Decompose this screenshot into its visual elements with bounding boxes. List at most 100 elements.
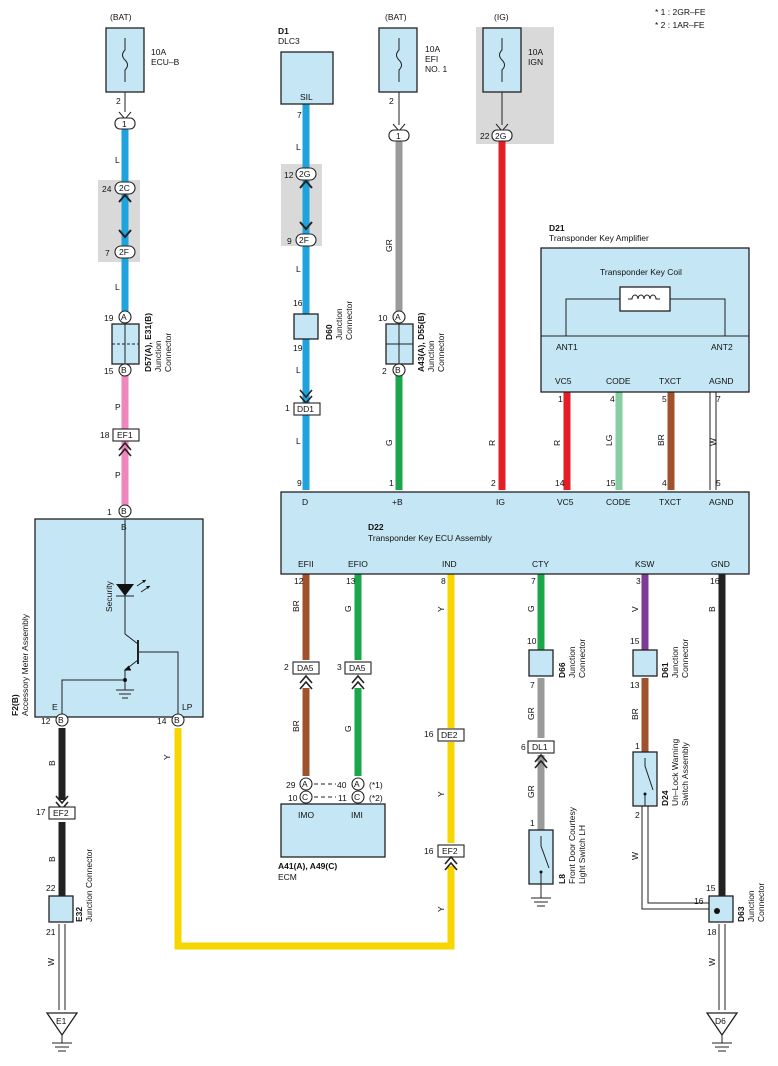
svg-text:BR: BR <box>291 720 301 732</box>
svg-text:VC5: VC5 <box>555 376 572 386</box>
svg-text:7: 7 <box>530 680 535 690</box>
svg-text:SIL: SIL <box>300 92 313 102</box>
svg-text:B: B <box>174 715 180 725</box>
svg-text:22: 22 <box>46 883 56 893</box>
svg-text:ECM: ECM <box>278 872 297 882</box>
svg-text:Y: Y <box>436 791 446 797</box>
svg-text:10A: 10A <box>528 47 543 57</box>
svg-text:Switch Assembly: Switch Assembly <box>680 741 690 806</box>
fuse-efi-no1: (BAT) 10A EFI NO. 1 2 <box>378 12 447 125</box>
svg-text:Transponder Key ECU Assembly: Transponder Key ECU Assembly <box>368 533 493 543</box>
svg-text:A: A <box>121 312 127 322</box>
svg-text:DE2: DE2 <box>441 730 458 740</box>
svg-text:9: 9 <box>287 236 292 246</box>
svg-text:EF2: EF2 <box>442 846 458 856</box>
svg-text:2C: 2C <box>119 183 130 193</box>
svg-text:L: L <box>115 155 120 165</box>
svg-text:(BAT): (BAT) <box>385 12 407 22</box>
svg-text:1: 1 <box>122 119 127 129</box>
svg-text:EFIO: EFIO <box>348 559 368 569</box>
svg-text:W: W <box>708 438 718 446</box>
svg-text:F2(B): F2(B) <box>10 694 20 716</box>
note-1: * 1 : 2GR–FE <box>655 7 706 17</box>
fuse-ign: (IG) 10A IGN <box>482 12 543 125</box>
svg-text:Y: Y <box>162 754 172 760</box>
svg-text:1: 1 <box>389 478 394 488</box>
svg-text:4: 4 <box>662 478 667 488</box>
dlc3: D1 DLC3 SIL 7 <box>278 26 334 120</box>
svg-text:BR: BR <box>656 434 666 446</box>
svg-text:Junction: Junction <box>153 340 163 372</box>
svg-text:3: 3 <box>337 662 342 672</box>
svg-text:1: 1 <box>396 131 401 141</box>
col3-connectors: 1 GR 10 A B 2 A43(A), D55(B) Junction Co… <box>378 123 446 488</box>
svg-text:G: G <box>526 605 536 612</box>
svg-text:VC5: VC5 <box>557 497 574 507</box>
svg-text:A43(A), D55(B): A43(A), D55(B) <box>416 312 426 372</box>
accessory-meter-assembly: F2(B) Accessory Meter Assembly B E LP Se… <box>10 518 204 727</box>
svg-text:15: 15 <box>706 883 716 893</box>
svg-text:2: 2 <box>491 478 496 488</box>
svg-text:L: L <box>296 436 301 446</box>
svg-text:DLC3: DLC3 <box>278 36 300 46</box>
svg-text:L: L <box>296 365 301 375</box>
svg-text:ECU–B: ECU–B <box>151 57 180 67</box>
svg-text:16: 16 <box>710 576 720 586</box>
svg-text:7: 7 <box>297 110 302 120</box>
svg-text:G: G <box>384 439 394 446</box>
svg-text:EF1: EF1 <box>117 430 133 440</box>
svg-text:1: 1 <box>558 394 563 404</box>
svg-text:E32: E32 <box>74 907 84 922</box>
svg-text:TXCT: TXCT <box>659 497 681 507</box>
col2-connectors: L 12 2G 2F 9 L 16 19 D60 Junction Connec… <box>284 142 354 488</box>
svg-text:Junction: Junction <box>567 646 577 678</box>
svg-text:A: A <box>302 779 308 789</box>
svg-text:KSW: KSW <box>635 559 654 569</box>
svg-text:GR: GR <box>384 239 394 252</box>
svg-text:GND: GND <box>711 559 730 569</box>
svg-text:12: 12 <box>294 576 304 586</box>
svg-text:G: G <box>343 605 353 612</box>
note-2: * 2 : 1AR–FE <box>655 20 705 30</box>
svg-text:AGND: AGND <box>709 497 734 507</box>
svg-text:D6: D6 <box>715 1016 726 1026</box>
svg-text:CODE: CODE <box>606 376 631 386</box>
svg-text:L: L <box>115 282 120 292</box>
svg-text:B: B <box>58 715 64 725</box>
svg-text:B: B <box>47 760 57 766</box>
svg-text:Junction: Junction <box>334 308 344 340</box>
transponder-key-ecu: D22 Transponder Key ECU Assembly 14 15 4… <box>280 478 750 586</box>
svg-text:IND: IND <box>442 559 457 569</box>
svg-text:D21: D21 <box>549 223 565 233</box>
svg-text:10: 10 <box>288 793 298 803</box>
wire-y-2 <box>174 728 455 950</box>
svg-text:BR: BR <box>630 708 640 720</box>
svg-text:Junction: Junction <box>670 646 680 678</box>
svg-text:TXCT: TXCT <box>659 376 681 386</box>
svg-text:15: 15 <box>630 636 640 646</box>
svg-text:CTY: CTY <box>532 559 549 569</box>
gnd-branch: B 15 16 18 D63 Junction Connector W D6 <box>694 606 766 1052</box>
svg-text:8: 8 <box>441 576 446 586</box>
svg-text:16: 16 <box>694 896 704 906</box>
svg-text:10A: 10A <box>425 44 440 54</box>
svg-text:11: 11 <box>338 793 347 803</box>
left-ground-chain: B 17 EF2 B 22 21 E32 Junction Connector … <box>36 754 172 1052</box>
svg-text:Connector: Connector <box>577 639 587 678</box>
svg-text:L: L <box>296 142 301 152</box>
svg-text:EFI: EFI <box>425 54 438 64</box>
col1-connectors: 1 L 24 2C 2F 7 L 19 A B 15 D57(A), E31(B… <box>100 111 173 518</box>
svg-text:19: 19 <box>293 343 303 353</box>
svg-text:2F: 2F <box>119 247 129 257</box>
svg-text:Un–Lock Warning: Un–Lock Warning <box>670 738 680 806</box>
svg-text:10: 10 <box>378 313 388 323</box>
svg-text:GR: GR <box>526 707 536 720</box>
svg-text:DD1: DD1 <box>297 404 314 414</box>
svg-text:B: B <box>47 856 57 862</box>
svg-text:A: A <box>354 779 360 789</box>
ecm-branch: BR G 2 DA5 3 DA5 BR G 29 A 10 C 40 A 11 … <box>278 600 386 882</box>
svg-text:E1: E1 <box>56 1016 67 1026</box>
svg-text:1: 1 <box>635 741 640 751</box>
svg-text:D24: D24 <box>660 790 670 806</box>
svg-text:Connector: Connector <box>163 333 173 372</box>
